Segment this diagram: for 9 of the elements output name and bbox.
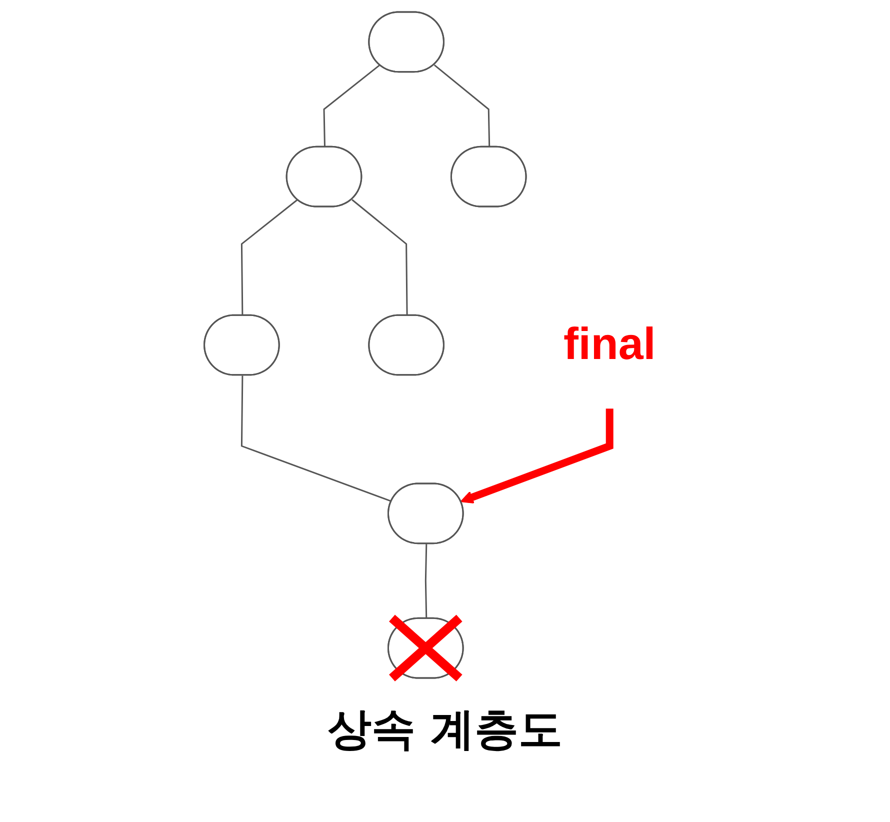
connector: [240, 376, 392, 502]
node-text: final: [563, 320, 656, 370]
connector: [434, 64, 490, 148]
connector: [352, 199, 408, 316]
connector: [424, 544, 428, 619]
connector: [323, 64, 380, 148]
arrow: [460, 408, 614, 504]
connector: [240, 199, 298, 316]
caption: 상속 계층도: [327, 703, 563, 757]
